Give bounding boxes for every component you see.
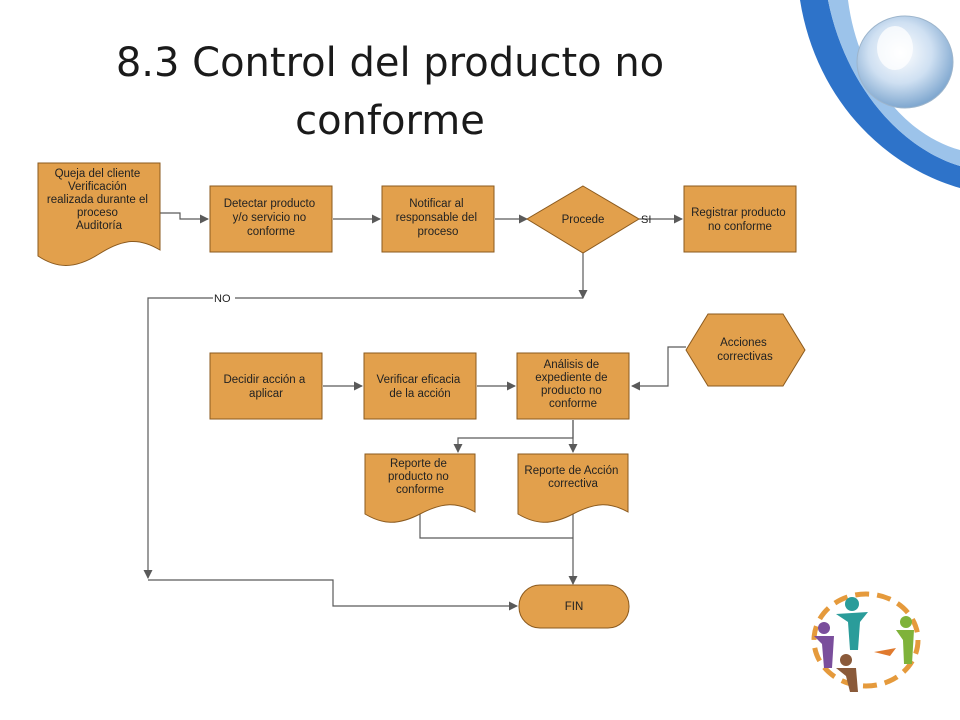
- node-reporte-pnc-line: Reporte de: [390, 458, 447, 470]
- node-queja-shape: [37, 162, 161, 266]
- node-detectar-line: conforme: [247, 226, 295, 238]
- node-detectar-label: Detectar producto y/o servicio no confor…: [224, 198, 319, 238]
- node-queja-line: Auditoría: [76, 220, 123, 232]
- edge-queja-detectar: [160, 212, 209, 224]
- node-notificar-line: responsable del: [396, 212, 477, 224]
- node-detectar-line: Detectar producto: [224, 198, 315, 210]
- node-verificar-line: Verificar eficacia: [377, 374, 461, 386]
- node-reporte-ac-line: correctiva: [548, 478, 598, 490]
- edge-reporte-pnc-fin: [419, 512, 573, 539]
- node-analisis-line: conforme: [549, 398, 597, 410]
- node-registrar-line: no conforme: [708, 221, 772, 233]
- node-verificar-shape: [363, 352, 477, 420]
- node-procede-shape: [526, 185, 640, 254]
- connectors: [143, 212, 686, 611]
- node-acciones-label: Acciones correctivas: [717, 337, 773, 363]
- node-reporte-pnc-label: Reporte de producto no conforme: [388, 458, 452, 496]
- node-reporte-ac-line: Reporte de Acción: [524, 465, 618, 477]
- node-analisis-shape: [516, 352, 630, 420]
- edge-analisis-reporte-pnc: [453, 420, 574, 453]
- node-acciones-shape: [685, 313, 806, 387]
- edge-side-to-fin: [148, 579, 518, 611]
- node-registrar-label: Registrar producto no conforme: [691, 207, 789, 233]
- node-queja-line: Verificación: [68, 181, 127, 193]
- slide-title: 8.3 Control del producto no conforme: [70, 34, 710, 150]
- node-analisis-line: expediente de: [535, 372, 607, 384]
- node-decidir-label: Decidir acción a aplicar: [223, 374, 308, 400]
- node-verificar-label: Verificar eficacia de la acción: [377, 374, 464, 400]
- slide-title-line-2: conforme: [295, 98, 485, 144]
- slide-title-line-1: 8.3 Control del producto no: [115, 40, 665, 86]
- node-notificar-label: Notificar al responsable del proceso: [396, 198, 480, 238]
- node-fin-line: FIN: [565, 601, 584, 613]
- edge-no-to-fin: [143, 297, 583, 579]
- node-detectar-line: y/o servicio no: [233, 212, 307, 224]
- node-registrar-line: Registrar producto: [691, 207, 786, 219]
- node-analisis-line: producto no: [541, 385, 602, 397]
- node-queja-line: Queja del cliente: [55, 168, 141, 180]
- node-procede-label: Procede: [562, 214, 605, 226]
- node-reporte-ac-label: Reporte de Acción correctiva: [524, 465, 621, 490]
- edge-label-no: NO: [214, 293, 231, 305]
- node-analisis-label: Análisis de expediente de producto no co…: [535, 359, 610, 410]
- edge-label-si: SI: [641, 214, 651, 226]
- node-queja-line: proceso: [77, 207, 118, 219]
- node-verificar-line: de la acción: [389, 388, 450, 400]
- node-decidir-line: aplicar: [249, 388, 283, 400]
- node-reporte-ac-shape: [517, 453, 629, 523]
- node-registrar-shape: [683, 185, 797, 253]
- node-queja-line: realizada durante el: [47, 194, 148, 206]
- node-decidir-shape: [209, 352, 323, 420]
- edge-acciones-analisis: [631, 346, 686, 391]
- node-analisis-line: Análisis de: [544, 359, 600, 371]
- node-fin-label: FIN: [565, 601, 584, 613]
- node-reporte-pnc-line: producto no: [388, 471, 449, 483]
- node-notificar-line: proceso: [418, 226, 459, 238]
- node-decidir-line: Decidir acción a: [223, 374, 305, 386]
- blue-orb-swoosh-icon: [800, 0, 960, 188]
- node-acciones-line: correctivas: [717, 351, 773, 363]
- node-notificar-shape: [381, 185, 495, 253]
- node-reporte-pnc-line: conforme: [396, 484, 444, 496]
- people-circle-teamwork-icon: [811, 591, 921, 692]
- node-procede-line: Procede: [562, 214, 605, 226]
- node-detectar-shape: [209, 185, 333, 253]
- node-notificar-line: Notificar al: [409, 198, 463, 210]
- edge-label-no-bg: [213, 292, 235, 304]
- node-reporte-pnc-shape: [364, 453, 476, 523]
- node-queja-label: Queja del cliente Verificación realizada…: [47, 168, 151, 232]
- node-fin-shape: [518, 584, 630, 629]
- node-acciones-line: Acciones: [720, 337, 767, 349]
